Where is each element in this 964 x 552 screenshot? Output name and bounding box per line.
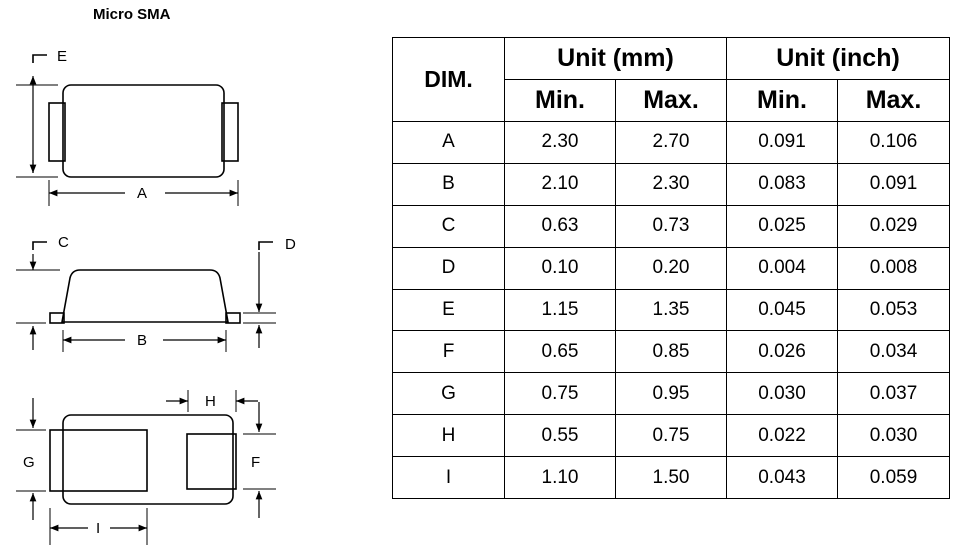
- mm-min-cell: 0.75: [504, 372, 616, 416]
- unit-mm-header: Unit (mm): [504, 37, 727, 80]
- dim-cell: H: [392, 414, 505, 458]
- dim-cell: C: [392, 204, 505, 248]
- label-g: G: [23, 454, 35, 471]
- label-f: F: [251, 454, 260, 471]
- inch-min-cell: 0.043: [726, 456, 838, 500]
- table-row: I 1.10 1.50 0.043 0.059: [392, 456, 950, 500]
- inch-min-cell: 0.004: [726, 246, 838, 290]
- dim-cell: E: [392, 288, 505, 332]
- mm-min-cell: 0.65: [504, 330, 616, 374]
- top-view: [16, 54, 239, 206]
- label-c: C: [58, 234, 69, 251]
- dimensions-table: DIM. Unit (mm) Unit (inch) Min. Max. Min…: [392, 37, 950, 500]
- mm-max-cell: 0.85: [615, 330, 727, 374]
- table-row: D 0.10 0.20 0.004 0.008: [392, 246, 950, 290]
- bottom-view: [16, 390, 276, 545]
- dim-cell: B: [392, 162, 505, 206]
- inch-min-cell: 0.030: [726, 372, 838, 416]
- mm-min-header: Min.: [504, 79, 616, 122]
- inch-min-header: Min.: [726, 79, 838, 122]
- table-row: C 0.63 0.73 0.025 0.029: [392, 204, 950, 248]
- label-e: E: [57, 48, 67, 65]
- dim-cell: G: [392, 372, 505, 416]
- table-row: A 2.30 2.70 0.091 0.106: [392, 121, 950, 164]
- inch-min-cell: 0.026: [726, 330, 838, 374]
- mm-max-cell: 2.70: [615, 121, 727, 164]
- mm-max-cell: 0.95: [615, 372, 727, 416]
- mm-min-cell: 0.55: [504, 414, 616, 458]
- inch-max-cell: 0.091: [837, 162, 950, 206]
- mm-max-cell: 0.73: [615, 204, 727, 248]
- inch-max-header: Max.: [837, 79, 950, 122]
- mm-max-header: Max.: [615, 79, 727, 122]
- dim-header: DIM.: [392, 37, 505, 122]
- mm-min-cell: 0.10: [504, 246, 616, 290]
- dim-cell: D: [392, 246, 505, 290]
- table-row: H 0.55 0.75 0.022 0.030: [392, 414, 950, 458]
- label-h: H: [205, 393, 216, 410]
- inch-max-cell: 0.034: [837, 330, 950, 374]
- inch-max-cell: 0.029: [837, 204, 950, 248]
- dim-cell: I: [392, 456, 505, 500]
- table-row: G 0.75 0.95 0.030 0.037: [392, 372, 950, 416]
- label-i: I: [96, 520, 100, 537]
- mm-min-cell: 0.63: [504, 204, 616, 248]
- mm-min-cell: 1.15: [504, 288, 616, 332]
- inch-max-cell: 0.037: [837, 372, 950, 416]
- inch-min-cell: 0.045: [726, 288, 838, 332]
- mm-max-cell: 0.20: [615, 246, 727, 290]
- table-row: F 0.65 0.85 0.026 0.034: [392, 330, 950, 374]
- inch-min-cell: 0.022: [726, 414, 838, 458]
- mm-max-cell: 0.75: [615, 414, 727, 458]
- inch-max-cell: 0.030: [837, 414, 950, 458]
- label-d: D: [285, 236, 296, 253]
- inch-min-cell: 0.091: [726, 121, 838, 164]
- mm-min-cell: 1.10: [504, 456, 616, 500]
- mm-min-cell: 2.30: [504, 121, 616, 164]
- inch-max-cell: 0.053: [837, 288, 950, 332]
- inch-max-cell: 0.106: [837, 121, 950, 164]
- mm-max-cell: 2.30: [615, 162, 727, 206]
- inch-min-cell: 0.025: [726, 204, 838, 248]
- label-a: A: [137, 185, 147, 202]
- dim-cell: A: [392, 121, 505, 164]
- inch-min-cell: 0.083: [726, 162, 838, 206]
- inch-max-cell: 0.008: [837, 246, 950, 290]
- mm-max-cell: 1.50: [615, 456, 727, 500]
- unit-inch-header: Unit (inch): [726, 37, 950, 80]
- inch-max-cell: 0.059: [837, 456, 950, 500]
- dim-cell: F: [392, 330, 505, 374]
- table-row: E 1.15 1.35 0.045 0.053: [392, 288, 950, 332]
- table-row: B 2.10 2.30 0.083 0.091: [392, 162, 950, 206]
- label-b: B: [137, 332, 147, 349]
- mm-min-cell: 2.10: [504, 162, 616, 206]
- mm-max-cell: 1.35: [615, 288, 727, 332]
- package-outline-drawing: E A C D B H G F I: [16, 48, 296, 545]
- package-title: Micro SMA: [93, 6, 171, 23]
- side-view: [16, 241, 276, 352]
